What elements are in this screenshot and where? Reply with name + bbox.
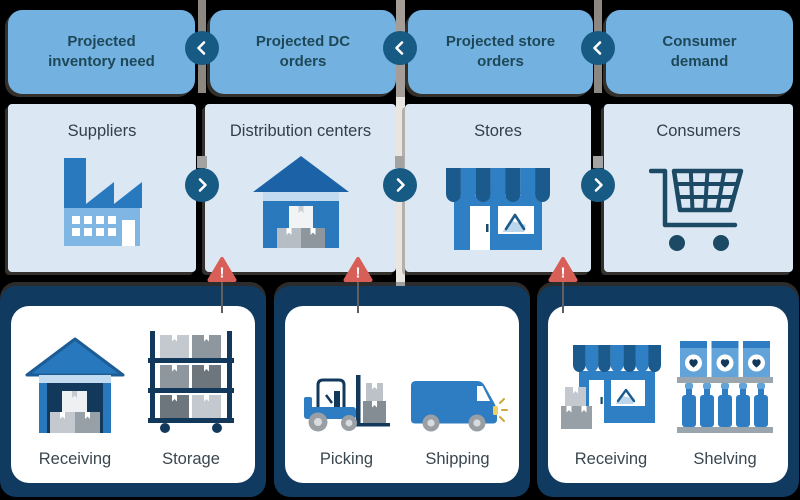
chevron-left-icon [395,41,404,55]
detail-item-receiving: Receiving [17,306,133,483]
alert-warning-icon: ! [343,256,373,283]
chevron-left-circle [185,31,219,65]
entity-title: Consumers [656,122,741,140]
detail-card: Receiving [548,306,788,483]
detail-label: Shipping [425,450,490,468]
planning-label: Projected store orders [445,33,556,70]
storage-rack-icon [148,331,234,433]
alert-warning-icon: ! [207,256,237,283]
chevron-right-circle [185,168,219,202]
connector-notch [197,156,207,168]
entity-box-stores: Stores [405,104,591,272]
connector-line-center [395,0,405,288]
detail-label: Storage [162,450,220,468]
detail-card: Picking Shipping [285,306,519,483]
chevron-left-circle [581,31,615,65]
detail-card: Receiving [11,306,255,483]
detail-item-shelving: Shelving [668,306,782,483]
icon-slot [677,329,773,433]
entity-box-suppliers: Suppliers [8,104,196,272]
chevron-right-icon [594,178,603,192]
icon-slot [407,329,509,433]
planning-label: Projected DC orders [255,33,351,70]
chevron-right-circle [383,168,417,202]
alert-connector-line [357,281,359,313]
entity-title: Suppliers [67,122,137,140]
detail-label: Receiving [574,450,648,468]
entity-title: Stores [474,122,522,140]
exclamation-mark: ! [561,265,566,282]
shelving-icon [677,341,773,433]
alert-connector-line [221,281,223,313]
exclamation-mark: ! [220,265,225,282]
connector-notch [593,156,603,168]
detail-label: Receiving [38,450,112,468]
icon-slot [148,329,234,433]
planning-box-dc-orders: Projected DC orders [210,10,396,94]
chevron-left-icon [593,41,602,55]
planning-box-consumer-demand: Consumer demand [606,10,793,94]
warehouse-receiving-icon [25,337,125,433]
delivery-truck-icon [410,381,508,432]
icon-slot [302,329,392,433]
planning-box-inventory-need: Projected inventory need [8,10,195,94]
detail-panel-dc-inbound: Receiving [0,286,266,497]
planning-label: Consumer demand [662,33,737,70]
planning-label: Projected inventory need [48,33,155,70]
factory-icon [64,158,142,246]
warehouse-icon [252,156,349,248]
shopping-cart-icon [648,168,743,251]
chevron-left-icon [197,41,206,55]
chevron-right-circle [581,168,615,202]
alert-connector-line [562,281,564,313]
chevron-right-icon [396,178,405,192]
entity-box-consumers: Consumers [604,104,793,272]
exclamation-mark: ! [356,265,361,282]
entity-title: Distribution centers [229,122,372,140]
store-receiving-icon [561,345,661,429]
icon-slot [561,329,661,433]
detail-panel-store-ops: Receiving [537,286,799,497]
detail-label: Shelving [693,450,757,468]
alert-warning-icon: ! [548,256,578,283]
detail-panel-dc-outbound: Picking Shipping [274,286,530,497]
icon-slot [25,329,125,433]
detail-item-picking: Picking [291,306,402,483]
planning-box-store-orders: Projected store orders [408,10,593,94]
detail-item-storage: Storage [133,306,249,483]
forklift-icon [303,375,390,432]
detail-label: Picking [319,450,374,468]
storefront-icon [446,168,550,250]
entity-box-distribution-centers: Distribution centers [205,104,396,272]
chevron-left-circle [383,31,417,65]
detail-item-shipping: Shipping [402,306,513,483]
detail-item-store-receiving: Receiving [554,306,668,483]
connector-notch [395,156,404,168]
chevron-right-icon [198,178,207,192]
